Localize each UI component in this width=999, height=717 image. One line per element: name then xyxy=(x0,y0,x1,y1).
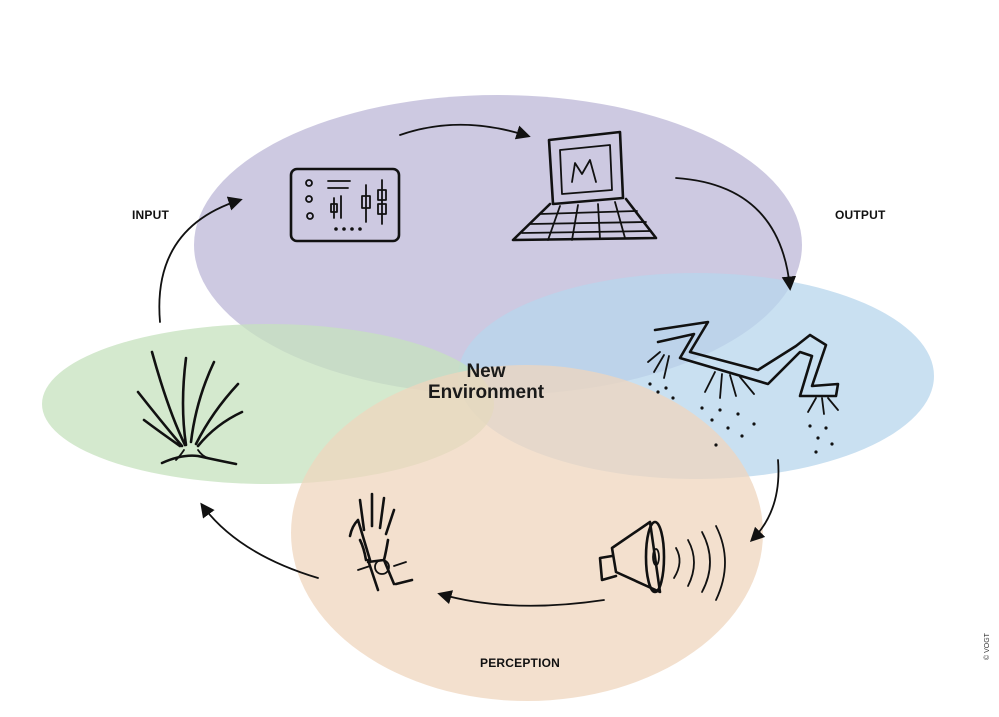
control-panel-icon xyxy=(289,167,401,243)
center-label-line1: New xyxy=(466,361,506,382)
arrow-computer-to-sprinkler xyxy=(675,177,797,291)
output-label: OUTPUT xyxy=(835,208,886,222)
hand-sensor-icon xyxy=(348,492,414,592)
arrow-plant-to-panel xyxy=(158,196,243,323)
arrow-hand-to-plant xyxy=(200,502,319,579)
plant-icon xyxy=(136,350,244,466)
arrow-sprinkler-to-speaker xyxy=(749,459,780,543)
input-label: INPUT xyxy=(132,208,169,222)
perception-label: PERCEPTION xyxy=(480,656,561,670)
credit-text: © VOGT xyxy=(984,633,991,660)
arrow-panel-to-computer xyxy=(399,123,531,140)
center-label-line2: Environment xyxy=(427,382,545,403)
bottom-ellipse xyxy=(291,365,763,701)
center-label: New Environment xyxy=(386,361,586,403)
speaker-icon xyxy=(598,520,726,601)
arrow-speaker-to-hand xyxy=(437,590,605,607)
sprinkler-pipe-icon xyxy=(647,320,840,454)
computer-icon xyxy=(511,130,658,242)
